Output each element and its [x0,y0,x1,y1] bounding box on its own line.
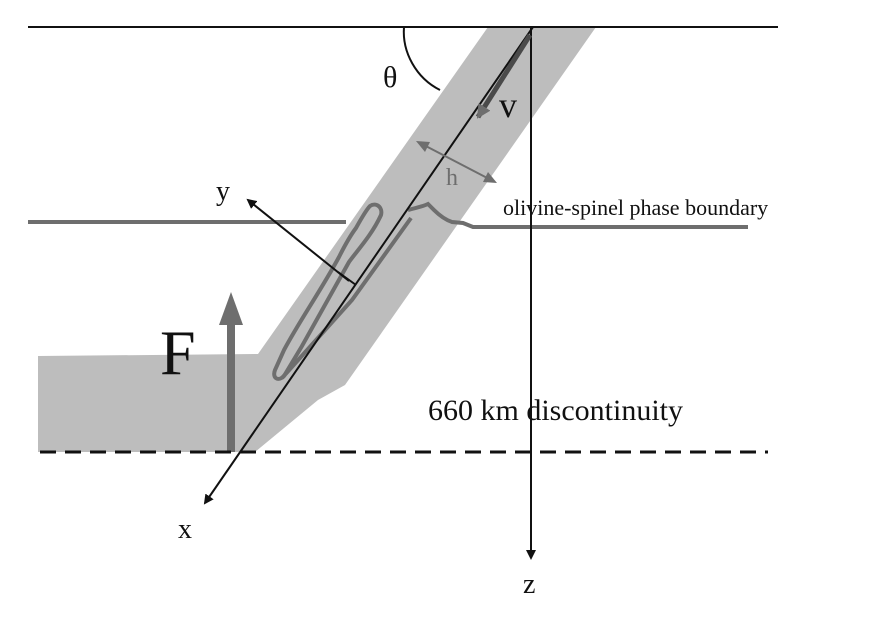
phase-boundary-label: olivine-spinel phase boundary [503,195,768,220]
thickness-label: h [446,165,458,191]
x-axis [203,26,534,505]
x-axis-label: x [178,514,192,545]
phase-boundary-right [407,201,748,229]
thickness-arrowhead-left [416,141,430,152]
wedge-inner-line [280,216,413,380]
subducting-slab [38,27,596,452]
y-axis [246,198,350,282]
force-arrow-head [219,292,243,325]
thickness-arrowhead-right [483,172,497,183]
velocity-arrow [475,33,533,119]
theta-label: θ [383,61,397,94]
y-axis-tick [337,271,357,286]
theta-angle-arc [402,26,441,91]
y-axis-label: y [216,176,230,207]
metastable-wedge-loop [272,202,384,381]
thickness-arrow [419,142,494,182]
force-arrow-shaft [227,318,235,452]
z-axis-label: z [523,569,535,600]
velocity-label: v [499,85,517,125]
discontinuity-label: 660 km discontinuity [428,394,683,427]
force-label: F [160,317,196,388]
